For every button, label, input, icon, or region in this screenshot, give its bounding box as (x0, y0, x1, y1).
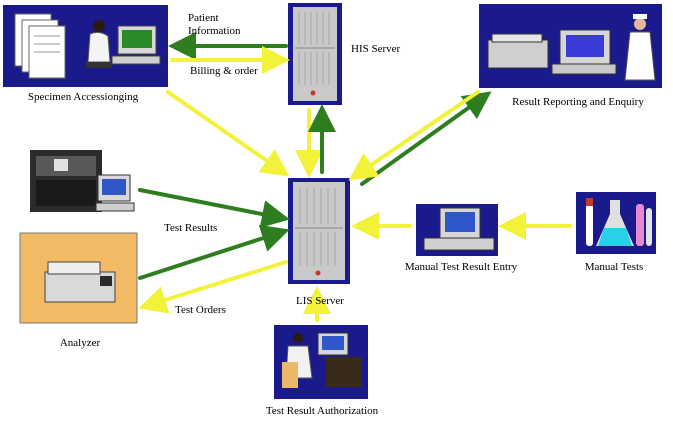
arrow-reporting-to-lis (348, 90, 480, 181)
lab-analyzer-icon (30, 150, 135, 212)
result-reporting-icon (479, 4, 662, 88)
arrow-lis-to-analyzer (138, 260, 288, 314)
label-test-result-authorization: Test Result Authorization (265, 405, 379, 417)
arrows (138, 32, 572, 322)
manual-entry-terminal-icon (416, 204, 498, 256)
label-specimen-accessioning: Specimen Accessionging (27, 91, 139, 103)
specimen-accessioning-icon (3, 5, 168, 87)
arrow-specimen-to-lis (166, 90, 290, 177)
arrow-analyzer-to-lis (138, 188, 290, 228)
arrow-analyzer-photo-to-lis (138, 224, 290, 280)
label-test-orders: Test Orders (175, 304, 226, 316)
test-result-authorization-icon (274, 325, 368, 399)
his-server-icon (288, 3, 342, 105)
arrow-lis-to-reporting (360, 91, 492, 186)
label-analyzer: Analyzer (59, 337, 101, 349)
label-manual-test-result-entry: Manual Test Result Entry (404, 261, 518, 273)
label-billing-order: Billing & order (190, 65, 258, 77)
label-manual-tests: Manual Tests (584, 261, 644, 273)
label-test-results: Test Results (164, 222, 218, 234)
manual-tests-icon (576, 192, 656, 254)
analyzer-photo-icon (19, 232, 138, 324)
label-patient-information: Patient Information (188, 12, 241, 37)
label-result-reporting: Result Reporting and Enquiry (512, 96, 644, 108)
label-his-server: HIS Server (351, 43, 401, 55)
lis-server-icon (288, 178, 350, 284)
label-lis-server: LIS Server (296, 295, 344, 307)
